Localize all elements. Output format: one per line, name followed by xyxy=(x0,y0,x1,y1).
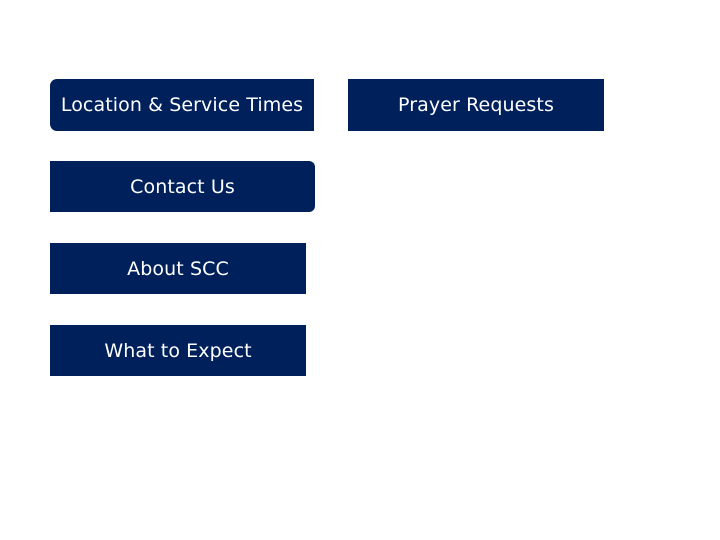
contact-us-button[interactable]: Contact Us xyxy=(50,161,315,212)
about-scc-button[interactable]: About SCC xyxy=(50,243,306,294)
prayer-requests-label: Prayer Requests xyxy=(398,94,554,116)
location-service-times-button[interactable]: Location & Service Times xyxy=(50,79,314,131)
contact-us-label: Contact Us xyxy=(130,175,235,198)
what-to-expect-button[interactable]: What to Expect xyxy=(50,325,306,376)
what-to-expect-label: What to Expect xyxy=(104,339,252,362)
prayer-requests-button[interactable]: Prayer Requests xyxy=(348,79,604,131)
location-service-times-label: Location & Service Times xyxy=(60,94,304,116)
about-scc-label: About SCC xyxy=(127,257,229,280)
